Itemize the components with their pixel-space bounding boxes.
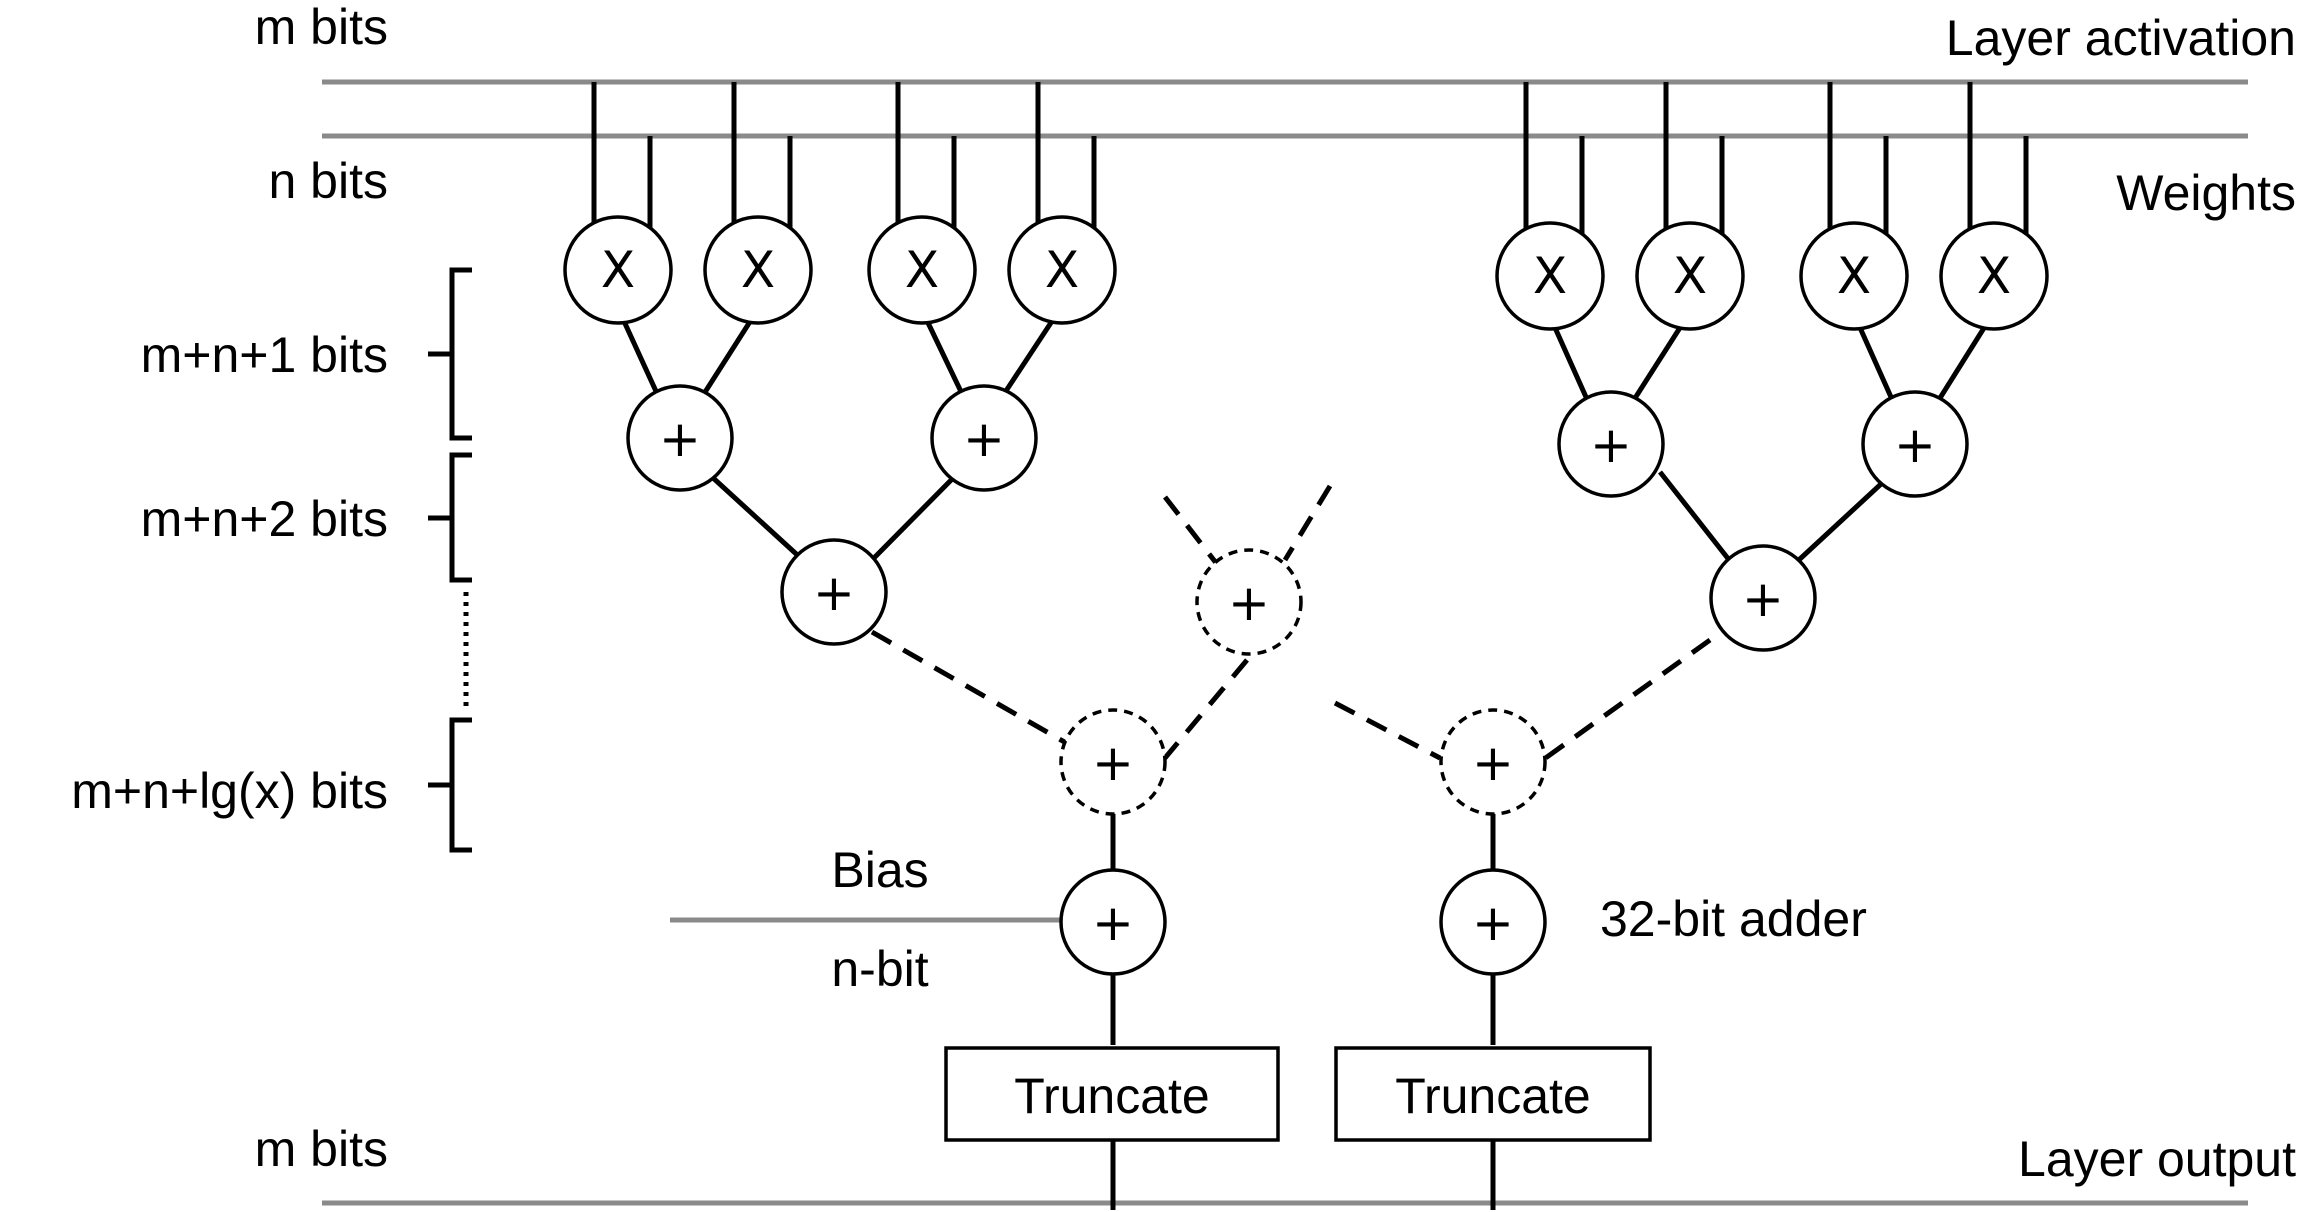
multiplier-node: X	[867, 215, 977, 325]
multiplier-node: X	[1635, 221, 1745, 331]
svg-text:Truncate: Truncate	[1014, 1068, 1209, 1124]
svg-text:X: X	[741, 241, 775, 299]
svg-text:+: +	[659, 410, 701, 468]
bias-adder-node: +	[1059, 868, 1167, 976]
truncate-box: Truncate	[944, 1046, 1280, 1142]
n-bits-label: n bits	[268, 153, 388, 209]
adder-node: +	[930, 384, 1038, 492]
multiplier-node: X	[1007, 215, 1117, 325]
multiplier-input-wires	[591, 82, 2029, 236]
adder-node: +	[1709, 544, 1817, 652]
adder-node: +	[1861, 390, 1969, 498]
dashed-adder-node: +	[1195, 548, 1303, 656]
adder-tree-wires	[614, 304, 1997, 1210]
svg-text:+: +	[1092, 734, 1134, 792]
svg-text:X: X	[1977, 247, 2011, 305]
truncate-box: Truncate	[1334, 1046, 1652, 1142]
dashed-tree-wires	[870, 484, 1712, 765]
svg-text:X: X	[1045, 241, 1079, 299]
adder-node: +	[1557, 390, 1665, 498]
svg-text:+: +	[1472, 734, 1514, 792]
adder-32bit-node: +	[1439, 868, 1547, 976]
svg-text:X: X	[1673, 247, 1707, 305]
weights-label: Weights	[2116, 165, 2296, 221]
svg-text:+: +	[1228, 574, 1270, 632]
svg-text:+: +	[1472, 894, 1514, 952]
layer-output-label: Layer output	[2018, 1131, 2296, 1187]
adder-node: +	[626, 384, 734, 492]
svg-text:+: +	[1742, 570, 1784, 628]
mn2-bits-label: m+n+2 bits	[141, 491, 388, 547]
svg-text:+: +	[1092, 894, 1134, 952]
adder-32bit-label: 32-bit adder	[1600, 891, 1867, 947]
n-bit-label: n-bit	[831, 941, 928, 997]
svg-text:X: X	[1837, 247, 1871, 305]
adder-node: +	[780, 538, 888, 646]
multiplier-node: X	[1495, 221, 1605, 331]
svg-text:+: +	[813, 564, 855, 622]
dashed-adder-node: +	[1059, 708, 1167, 816]
svg-text:+: +	[1590, 416, 1632, 474]
layer-activation-label: Layer activation	[1946, 10, 2296, 66]
m-bits-top-label: m bits	[255, 0, 388, 55]
multiplier-node: X	[1939, 221, 2049, 331]
mnlg-bits-label: m+n+lg(x) bits	[71, 763, 388, 819]
svg-text:X: X	[601, 241, 635, 299]
dashed-adder-node: +	[1439, 708, 1547, 816]
multiplier-node: X	[703, 215, 813, 325]
svg-text:X: X	[1533, 247, 1567, 305]
svg-text:+: +	[1894, 416, 1936, 474]
bit-width-brackets	[428, 267, 472, 853]
m-bits-bottom-label: m bits	[255, 1121, 388, 1177]
bias-label: Bias	[831, 842, 928, 898]
svg-text:+: +	[963, 410, 1005, 468]
multiplier-node: X	[1799, 221, 1909, 331]
svg-text:X: X	[905, 241, 939, 299]
multiplier-node: X	[563, 215, 673, 325]
mn1-bits-label: m+n+1 bits	[141, 327, 388, 383]
svg-text:Truncate: Truncate	[1395, 1068, 1590, 1124]
